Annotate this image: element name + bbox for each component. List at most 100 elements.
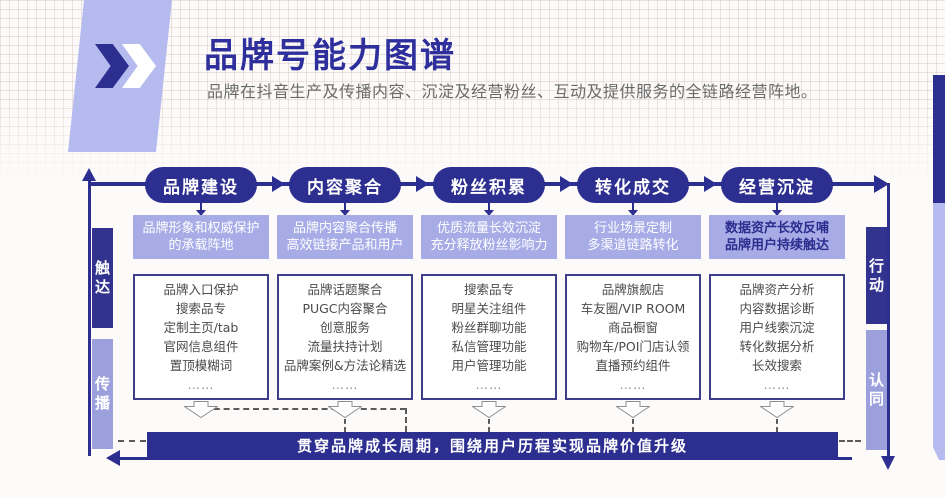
rail-label-action: 行动	[866, 227, 887, 324]
flow-arrowhead-icon	[704, 176, 717, 192]
flow-down-arrow-icon	[760, 401, 794, 418]
capability-box: 品牌资产分析 内容数据诊断 用户线索沉淀 转化数据分析 长效搜索 ……	[709, 274, 845, 400]
stage-pill-label: 经营沉淀	[739, 177, 815, 198]
pill-drop-line	[776, 203, 778, 210]
capability-item-ellipsis: ……	[763, 377, 791, 392]
summary-line: 充分释放粉丝影响力	[430, 238, 548, 253]
capability-item-ellipsis: ……	[475, 377, 503, 392]
edge-decoration-light	[933, 203, 945, 460]
stage-pill: 转化成交	[577, 167, 689, 203]
capability-item: 流量扶持计划	[307, 339, 383, 354]
column-content-aggregation: 内容聚合 品牌内容聚合传播 高效链接产品和用户 品牌话题聚合 PUGC内容聚合 …	[277, 167, 413, 418]
stage-summary: 品牌内容聚合传播 高效链接产品和用户	[277, 215, 413, 259]
dashed-connector	[204, 408, 406, 410]
stage-pill-label: 内容聚合	[307, 177, 383, 198]
flow-arrowhead-icon	[416, 176, 429, 192]
banner-baseline	[120, 457, 852, 460]
stage-pill: 品牌建设	[145, 167, 257, 203]
pill-drop-line	[344, 203, 346, 210]
capability-box: 品牌话题聚合 PUGC内容聚合 创意服务 流量扶持计划 品牌案例&方法论精选 ……	[277, 274, 413, 400]
stage-pill-label: 转化成交	[595, 177, 671, 198]
capability-item: 用户管理功能	[451, 358, 527, 373]
column-conversion: 转化成交 行业场景定制 多渠道链路转化 品牌旗舰店 车友圈/VIP ROOM 商…	[565, 167, 701, 418]
capability-item: 创意服务	[319, 320, 370, 335]
stage-pill: 内容聚合	[289, 167, 401, 203]
capability-item: 用户线索沉淀	[739, 320, 815, 335]
summary-line: 行业场景定制	[593, 221, 672, 236]
capability-item: 官网信息组件	[163, 339, 239, 354]
capability-item: 品牌旗舰店	[601, 282, 665, 297]
summary-line: 数据资产长效反哺	[724, 221, 829, 236]
stage-summary: 品牌形象和权威保护 的承载阵地	[133, 215, 269, 259]
capability-item: 定制主页/tab	[163, 320, 239, 335]
column-fan-accumulation: 粉丝积累 优质流量长效沉淀 充分释放粉丝影响力 搜索品专 明星关注组件 粉丝群聊…	[421, 167, 557, 418]
capability-item: 粉丝群聊功能	[451, 320, 527, 335]
pill-drop-arrowhead-icon	[772, 210, 782, 216]
capability-item: 内容数据诊断	[739, 301, 815, 316]
down-arrowhead-icon	[881, 456, 895, 470]
capability-item: 购物车/POI门店认领	[576, 339, 690, 354]
flow-arrowhead-icon	[874, 175, 889, 193]
capability-item: 品牌入口保护	[163, 282, 239, 297]
banner: 贯穿品牌成长周期，围绕用户历程实现品牌价值升级	[147, 432, 838, 458]
page-title: 品牌号能力图谱	[204, 36, 456, 76]
capability-box: 搜索品专 明星关注组件 粉丝群聊功能 私信管理功能 用户管理功能 ……	[421, 274, 557, 400]
capability-box: 品牌入口保护 搜索品专 定制主页/tab 官网信息组件 置顶模糊词 ……	[133, 274, 269, 400]
stage-pill-label: 品牌建设	[163, 177, 239, 198]
capability-item: 车友圈/VIP ROOM	[580, 301, 686, 316]
dashed-connector	[118, 440, 146, 442]
capability-item: 明星关注组件	[451, 301, 527, 316]
flow-down-arrow-icon	[328, 401, 362, 418]
capability-item: 搜索品专	[175, 301, 226, 316]
pill-drop-line	[200, 203, 202, 210]
capability-item: 搜索品专	[463, 282, 514, 297]
pill-drop-line	[632, 203, 634, 210]
dashed-connector	[632, 419, 634, 432]
pill-drop-arrowhead-icon	[340, 210, 350, 216]
rail-label-spread: 传播	[92, 339, 113, 449]
flow-down-arrow-icon	[472, 401, 506, 418]
stage-pill-label: 粉丝积累	[451, 177, 527, 198]
left-rail-line	[88, 181, 91, 456]
rail-label-identify: 认同	[866, 330, 887, 450]
flow-down-arrow-icon	[616, 401, 650, 418]
stage-pill: 粉丝积累	[433, 167, 545, 203]
summary-line: 高效链接产品和用户	[286, 238, 404, 253]
flow-arrowhead-icon	[272, 176, 285, 192]
capability-item: PUGC内容聚合	[302, 301, 388, 316]
capability-item: 置顶模糊词	[169, 358, 233, 373]
capability-item: 品牌话题聚合	[307, 282, 383, 297]
capability-item-ellipsis: ……	[331, 377, 359, 392]
pill-drop-line	[488, 203, 490, 210]
edge-decoration-dark	[933, 75, 945, 203]
banner-text: 贯穿品牌成长周期，围绕用户历程实现品牌价值升级	[296, 436, 688, 455]
summary-line: 多渠道链路转化	[587, 238, 679, 253]
capability-item: 私信管理功能	[451, 339, 527, 354]
capability-item-ellipsis: ……	[187, 377, 215, 392]
left-arrowhead-icon	[106, 450, 120, 466]
capability-item: 转化数据分析	[739, 339, 815, 354]
summary-line: 优质流量长效沉淀	[436, 221, 541, 236]
capability-item: 品牌案例&方法论精选	[283, 358, 407, 373]
capability-item-ellipsis: ……	[619, 377, 647, 392]
capability-item: 品牌资产分析	[739, 282, 815, 297]
rail-label-reach: 触达	[92, 228, 113, 328]
dashed-connector	[488, 419, 490, 432]
capability-item: 直播预约组件	[595, 358, 671, 373]
right-rail-line	[887, 183, 890, 457]
stage-summary: 行业场景定制 多渠道链路转化	[565, 215, 701, 259]
dashed-connector	[839, 440, 861, 442]
pill-drop-arrowhead-icon	[484, 210, 494, 216]
capability-item: 长效搜索	[751, 358, 802, 373]
capability-item: 商品橱窗	[607, 320, 658, 335]
capability-box: 品牌旗舰店 车友圈/VIP ROOM 商品橱窗 购物车/POI门店认领 直播预约…	[565, 274, 701, 400]
stage-summary: 优质流量长效沉淀 充分释放粉丝影响力	[421, 215, 557, 259]
column-brand-building: 品牌建设 品牌形象和权威保护 的承载阵地 品牌入口保护 搜索品专 定制主页/ta…	[133, 167, 269, 418]
dashed-connector	[344, 419, 346, 432]
pill-drop-arrowhead-icon	[196, 210, 206, 216]
dashed-connector	[776, 419, 778, 432]
summary-line: 品牌形象和权威保护	[142, 221, 260, 236]
flow-down-arrow-icon	[184, 401, 218, 418]
summary-line: 品牌内容聚合传播	[292, 221, 397, 236]
